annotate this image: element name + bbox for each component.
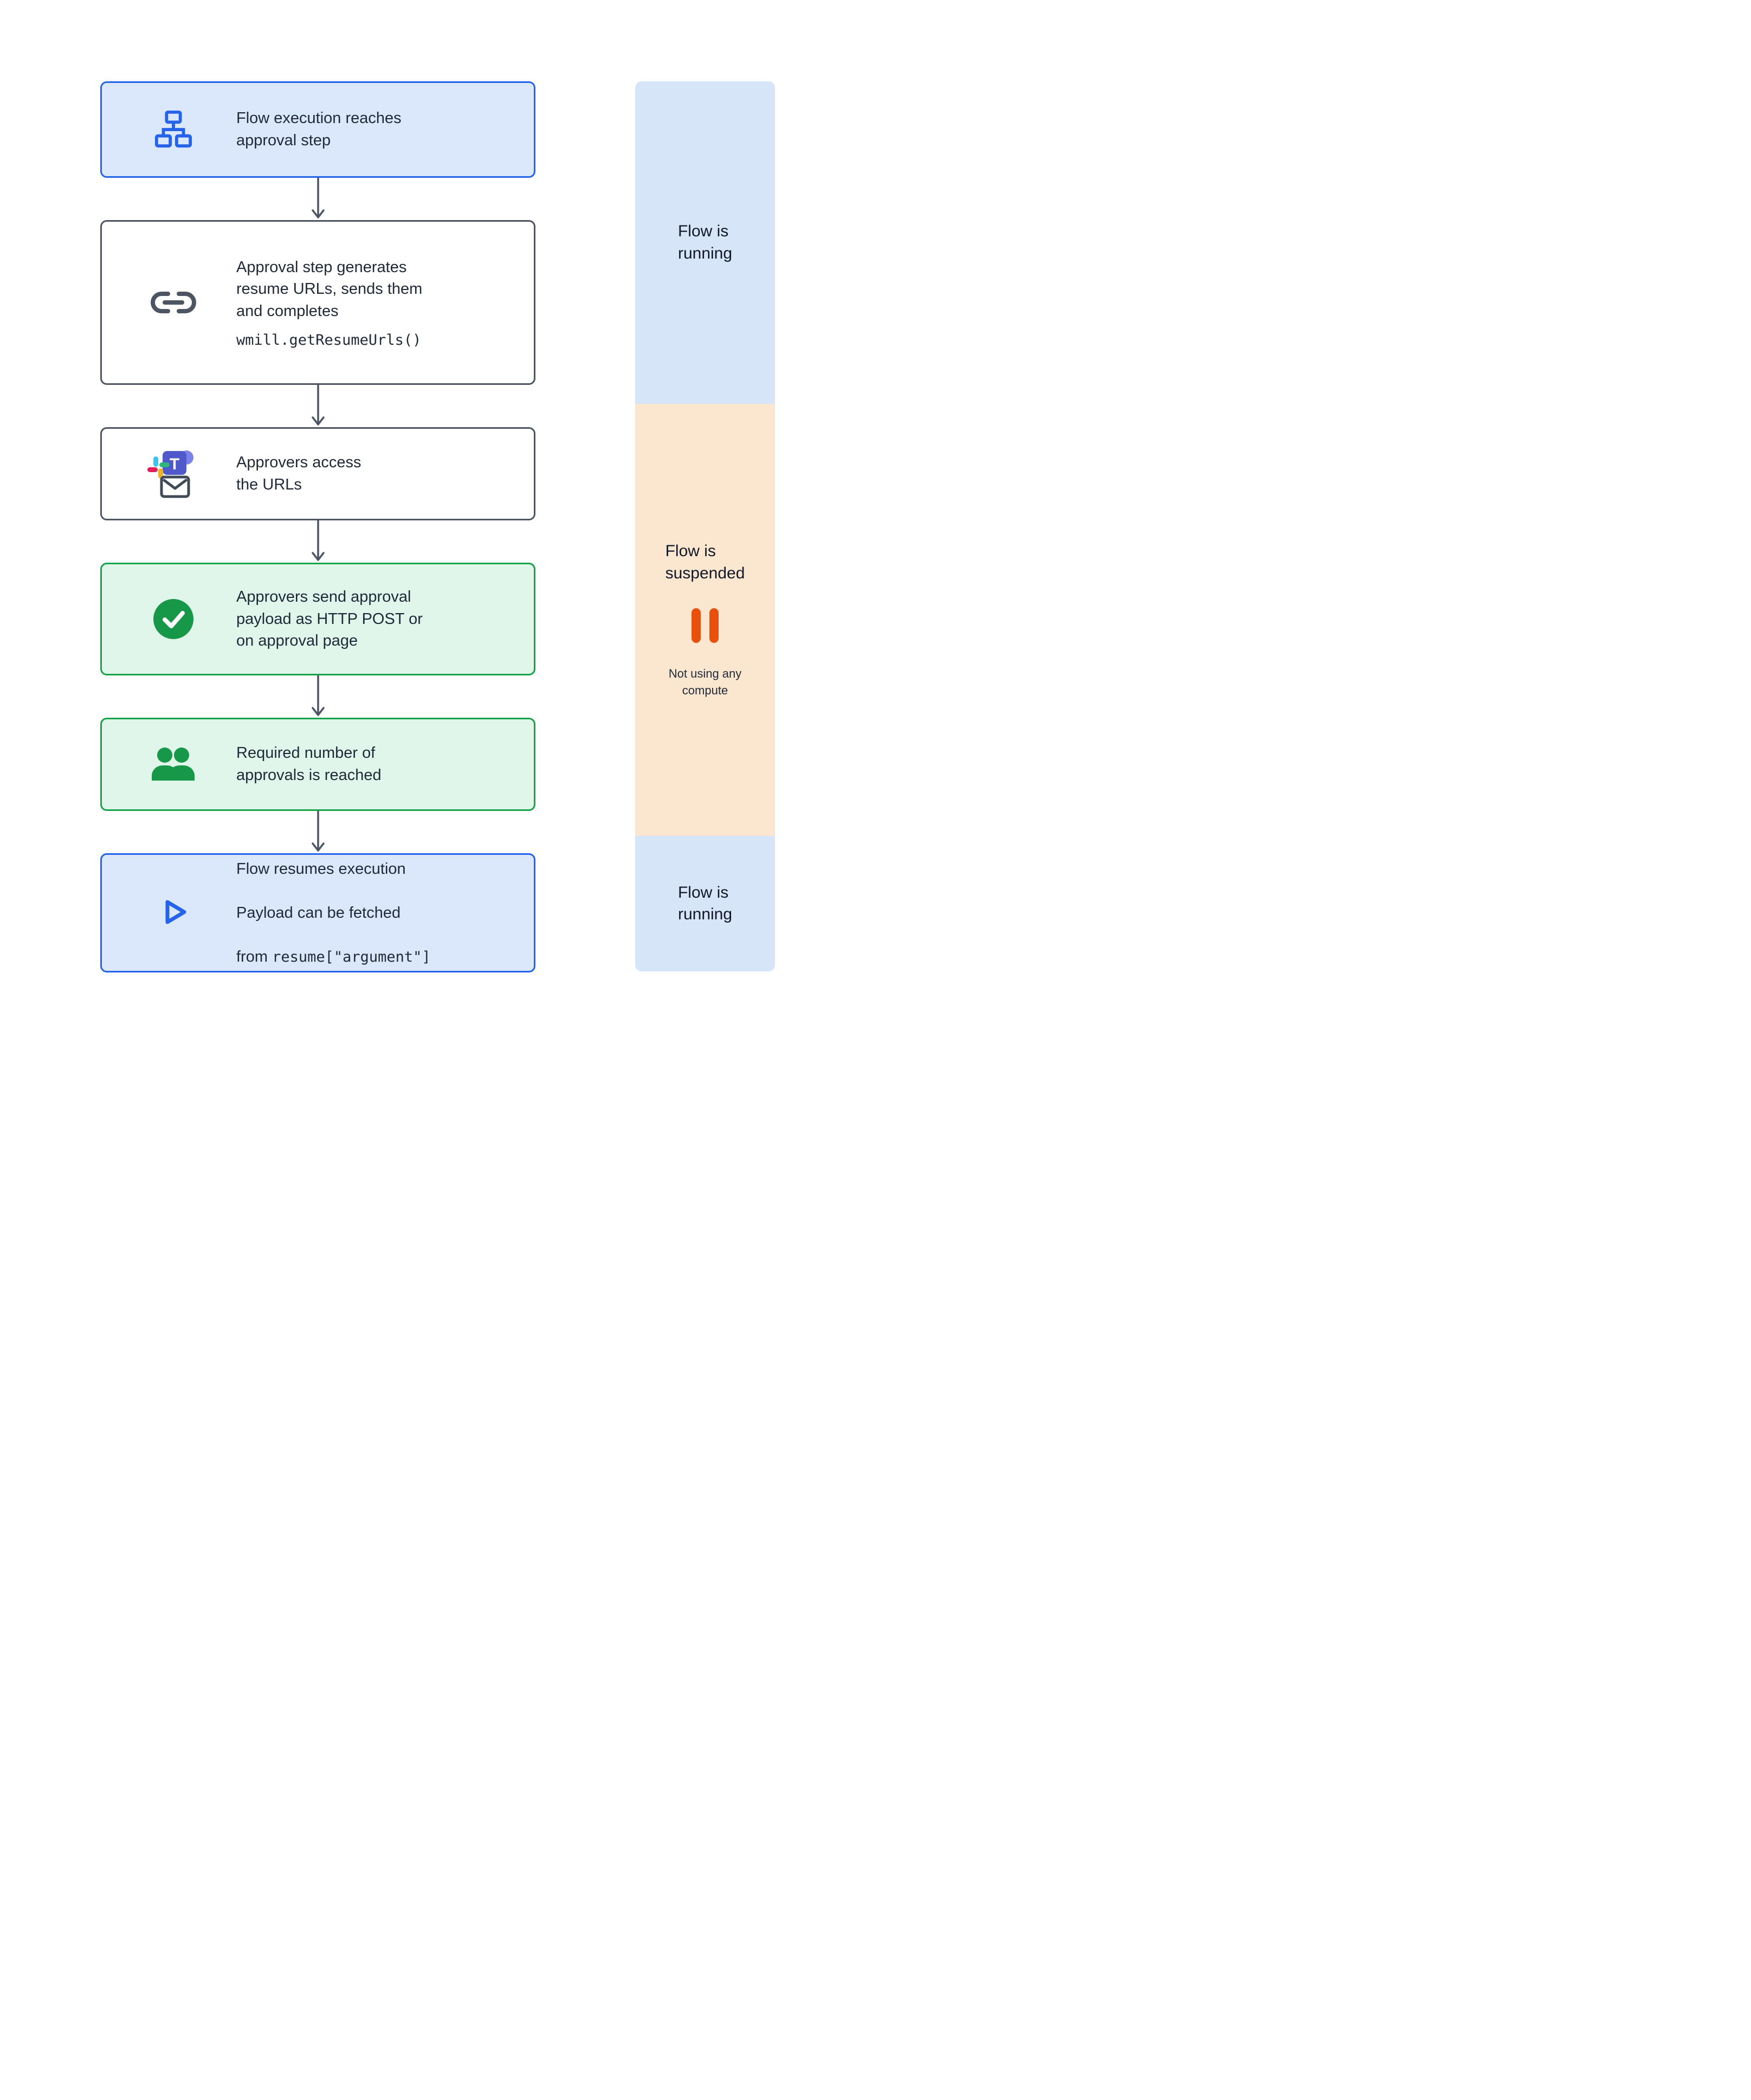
flow-arrow-down	[100, 811, 535, 853]
step-send-approval-payload: Approvers send approval payload as HTTP …	[100, 563, 535, 675]
flow-arrow-down	[100, 520, 535, 563]
people-icon	[132, 747, 215, 782]
check-circle-icon	[132, 597, 215, 641]
play-icon	[132, 893, 215, 932]
code-resume-argument: resume["argument"]	[272, 948, 431, 965]
svg-text:T: T	[170, 455, 179, 473]
link-icon	[132, 289, 215, 315]
step-label-line3-prefix: from	[236, 948, 273, 965]
pause-icon	[692, 608, 719, 643]
status-label: Flow is running	[677, 222, 733, 262]
status-note: Not using any compute	[668, 667, 742, 697]
code-get-resume-urls: wmill.getResumeUrls()	[236, 332, 422, 349]
status-label: Flow is suspended	[665, 542, 745, 582]
step-approvers-access-urls: T Approvers access the URLs	[100, 427, 535, 520]
step-label-line3: from resume["argument"]	[236, 946, 514, 968]
slack-teams-email-icon: T	[132, 447, 215, 501]
flow-column: Flow execution reaches approval step App…	[100, 81, 535, 972]
flow-arrow-down	[100, 385, 535, 427]
step-flow-resumes: Flow resumes execution Payload can be fe…	[100, 853, 535, 972]
step-generate-resume-urls: Approval step generates resume URLs, sen…	[100, 220, 535, 385]
step-label-line2: Payload can be fetched	[236, 904, 401, 922]
step-label-line1: Flow resumes execution	[236, 860, 406, 878]
status-label: Flow is running	[677, 883, 733, 924]
flowchart-icon	[132, 109, 215, 150]
step-label: Approvers send approval payload as HTTP …	[236, 588, 423, 650]
status-section-running-top: Flow is running	[635, 81, 775, 404]
flow-arrow-down	[100, 178, 535, 220]
step-label: Approvers access the URLs	[236, 454, 361, 493]
status-section-running-bottom: Flow is running	[635, 836, 775, 971]
status-bar: Flow is running Flow is suspended Not us…	[635, 81, 775, 971]
step-flow-execution: Flow execution reaches approval step	[100, 81, 535, 178]
step-label: Flow resumes execution Payload can be fe…	[236, 836, 514, 990]
step-label: Approval step generates resume URLs, sen…	[236, 258, 423, 320]
step-required-approvals-reached: Required number of approvals is reached	[100, 718, 535, 811]
flow-arrow-down	[100, 675, 535, 718]
status-section-suspended: Flow is suspended Not using any compute	[635, 404, 775, 836]
step-label: Flow execution reaches approval step	[236, 109, 402, 149]
step-label: Required number of approvals is reached	[236, 744, 382, 784]
